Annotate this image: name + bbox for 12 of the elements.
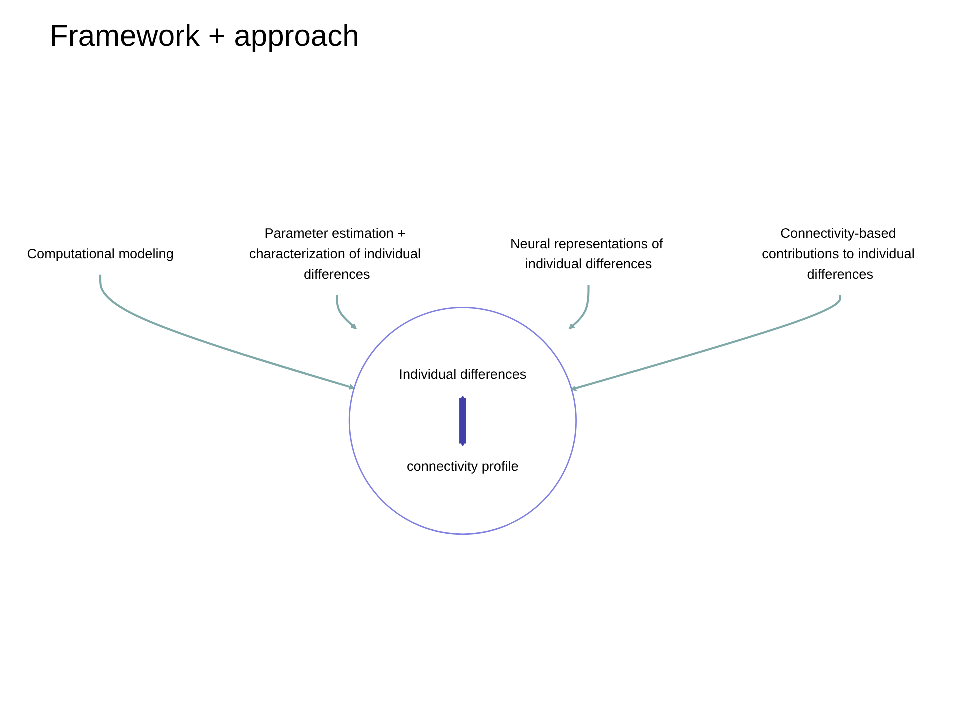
- arrow: [336, 295, 358, 330]
- node-text: connectivity profile: [406, 459, 519, 474]
- node-text: Computational modeling: [27, 246, 174, 262]
- arrow: [568, 285, 590, 330]
- slide-title: Framework + approach: [50, 20, 360, 54]
- node-text: Connectivity-based contributions to individual differences: [762, 226, 915, 282]
- arrow: [570, 295, 842, 392]
- arrow: [100, 274, 356, 390]
- node-text: Individual differences: [399, 368, 527, 383]
- arrow: [460, 396, 466, 447]
- node-text: Parameter estimation + characterization of individual differences: [249, 226, 422, 282]
- node-text: Neural representations of individual differences: [510, 236, 664, 272]
